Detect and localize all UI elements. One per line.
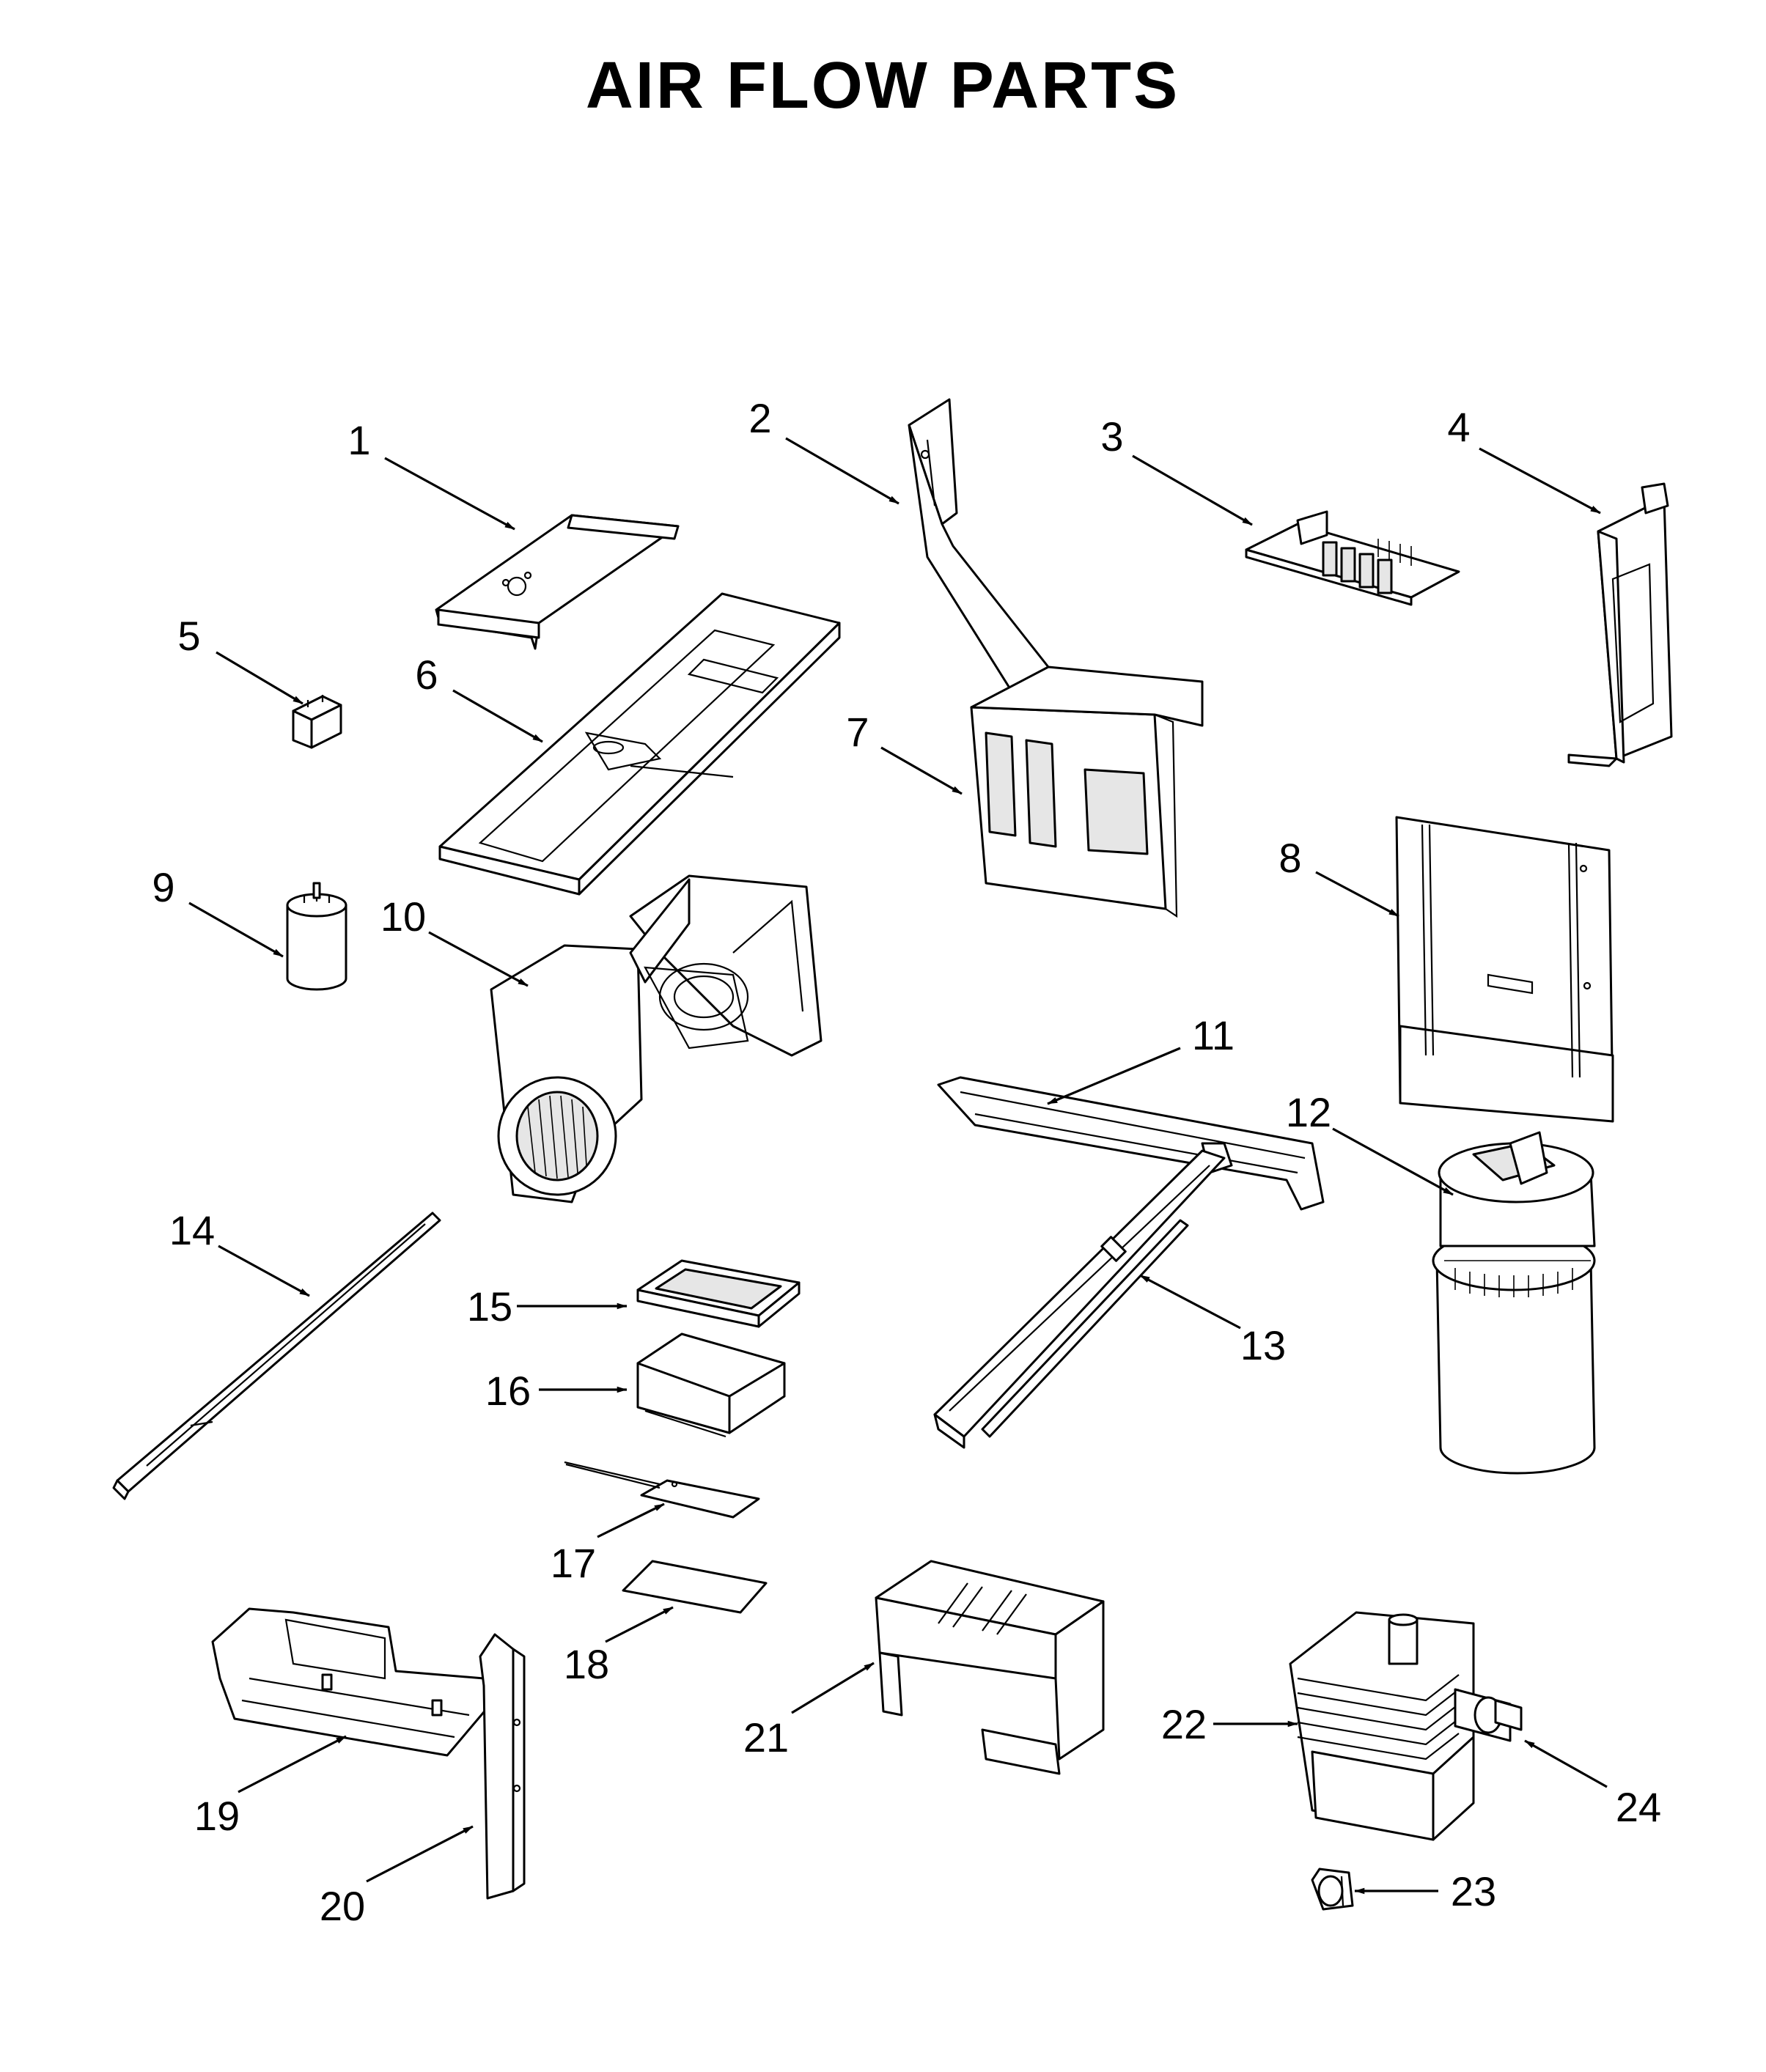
callout-2: 2 — [748, 395, 771, 441]
part-10-blower — [490, 874, 823, 1203]
part-20-bracket — [479, 1633, 526, 1900]
part-1-cover — [435, 514, 680, 650]
callout-5: 5 — [177, 613, 200, 659]
part-21-housing — [875, 1560, 1105, 1775]
callout-11: 11 — [1192, 1012, 1235, 1058]
part-8-panel — [1395, 816, 1614, 1123]
callout-9: 9 — [152, 864, 174, 910]
callout-20: 20 — [320, 1883, 365, 1929]
part-17-filter — [564, 1461, 760, 1519]
part-2-bracket — [908, 398, 1061, 716]
part-23-clip — [1311, 1868, 1354, 1911]
part-6-top-plate — [438, 592, 841, 896]
part-7-panel — [970, 666, 1204, 918]
callout-4: 4 — [1447, 404, 1470, 450]
callout-24: 24 — [1616, 1784, 1661, 1830]
callout-6: 6 — [415, 652, 438, 698]
part-22-magnetron — [1289, 1611, 1523, 1841]
callout-7: 7 — [846, 709, 869, 755]
callout-15: 15 — [467, 1283, 512, 1330]
part-9-capacitor — [286, 882, 347, 991]
callout-3: 3 — [1100, 413, 1123, 460]
part-18-sheet — [622, 1560, 768, 1614]
part-5-capacitor — [292, 695, 342, 749]
callout-12: 12 — [1286, 1089, 1331, 1135]
page-title: AIR FLOW PARTS — [586, 49, 1180, 122]
callout-labels: 1 2 3 4 5 6 7 8 9 10 11 12 13 14 15 16 1… — [152, 395, 1661, 1929]
part-19-tray — [211, 1607, 489, 1757]
part-14-bar — [112, 1212, 441, 1500]
part-15-frame — [636, 1259, 801, 1328]
callout-13: 13 — [1240, 1322, 1286, 1368]
callout-22: 22 — [1161, 1701, 1207, 1747]
callout-8: 8 — [1278, 835, 1301, 881]
part-11-rail — [937, 1076, 1325, 1211]
callout-1: 1 — [347, 417, 370, 463]
callout-17: 17 — [551, 1540, 596, 1586]
callout-21: 21 — [743, 1714, 789, 1761]
callout-23: 23 — [1451, 1868, 1496, 1914]
callout-10: 10 — [380, 893, 426, 940]
part-16-duct — [636, 1332, 786, 1438]
callout-16: 16 — [485, 1368, 531, 1414]
callout-19: 19 — [194, 1793, 240, 1839]
part-4-bracket — [1567, 482, 1673, 767]
leader-lines — [188, 437, 1608, 1895]
part-12-fan-motor — [1432, 1131, 1596, 1475]
callout-18: 18 — [564, 1641, 609, 1687]
part-13-rail — [933, 1149, 1226, 1449]
part-3-circuit-board — [1245, 510, 1460, 606]
callout-14: 14 — [169, 1207, 215, 1253]
